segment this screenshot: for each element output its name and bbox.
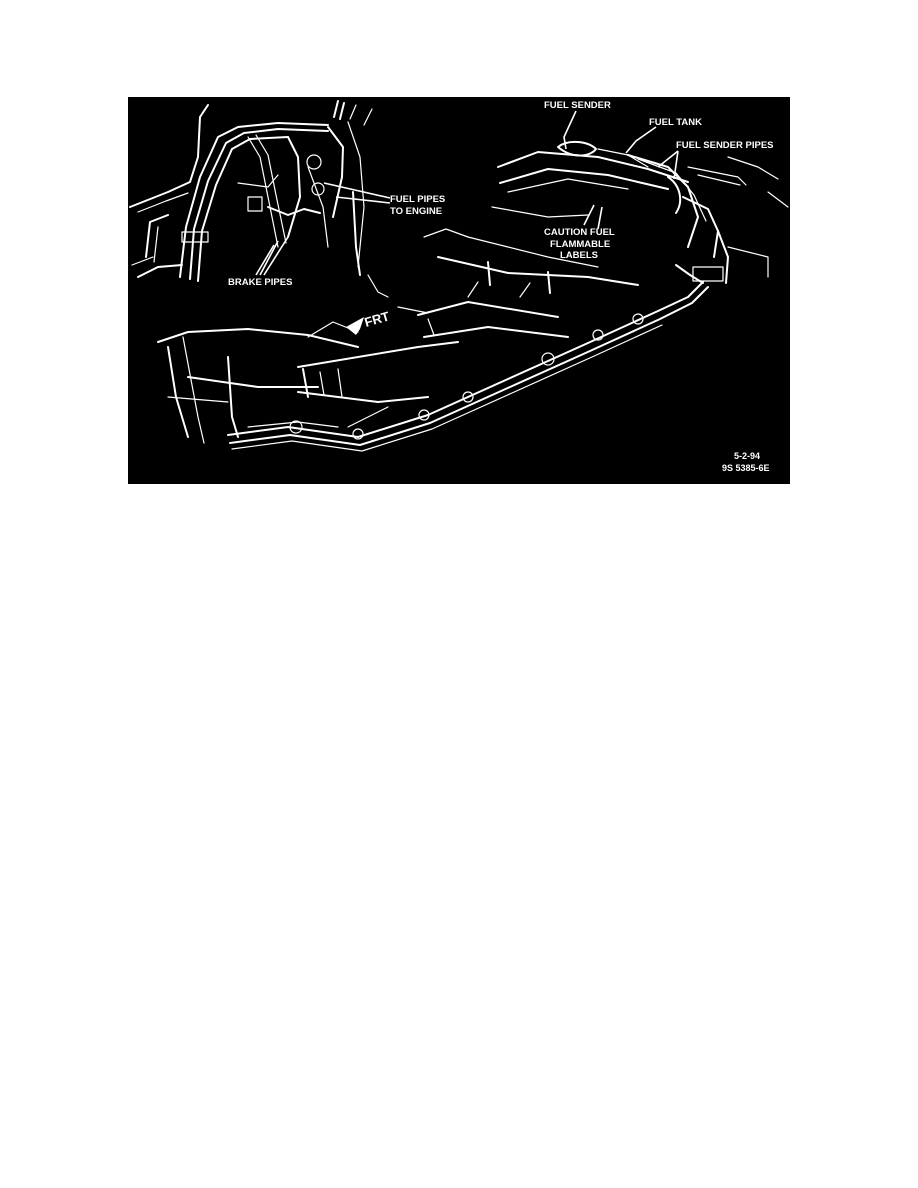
label-brake-pipes: BRAKE PIPES (228, 277, 292, 288)
label-fuel-sender-pipes: FUEL SENDER PIPES (676, 140, 774, 151)
figure-ref-code: 9S 5385-6E (722, 463, 770, 473)
engine-bay-drawing (129, 100, 373, 282)
label-fuel-pipes-line2: TO ENGINE (390, 206, 442, 217)
fuel-tank-drawing (423, 141, 789, 286)
leader-lines (255, 110, 679, 276)
floor-pan-drawing (157, 261, 569, 444)
figure-ref-date: 5-2-94 (734, 451, 760, 461)
fuel-line-diagram: FUEL SENDER FUEL TANK FUEL SENDER PIPES … (128, 97, 790, 484)
label-fuel-sender: FUEL SENDER (544, 100, 611, 111)
label-fuel-tank: FUEL TANK (649, 117, 702, 128)
pipe-run-drawing (227, 264, 709, 452)
front-arrow: FRT (346, 308, 391, 335)
front-arrow-icon (346, 317, 364, 335)
label-fuel-pipes-line1: FUEL PIPES (390, 194, 445, 205)
label-frt: FRT (363, 308, 391, 329)
label-caution-line3: LABELS (560, 250, 598, 261)
label-caution-line2: FLAMMABLE (550, 239, 610, 250)
label-caution-line1: CAUTION FUEL (544, 227, 615, 238)
diagram-canvas: FUEL SENDER FUEL TANK FUEL SENDER PIPES … (129, 100, 789, 473)
